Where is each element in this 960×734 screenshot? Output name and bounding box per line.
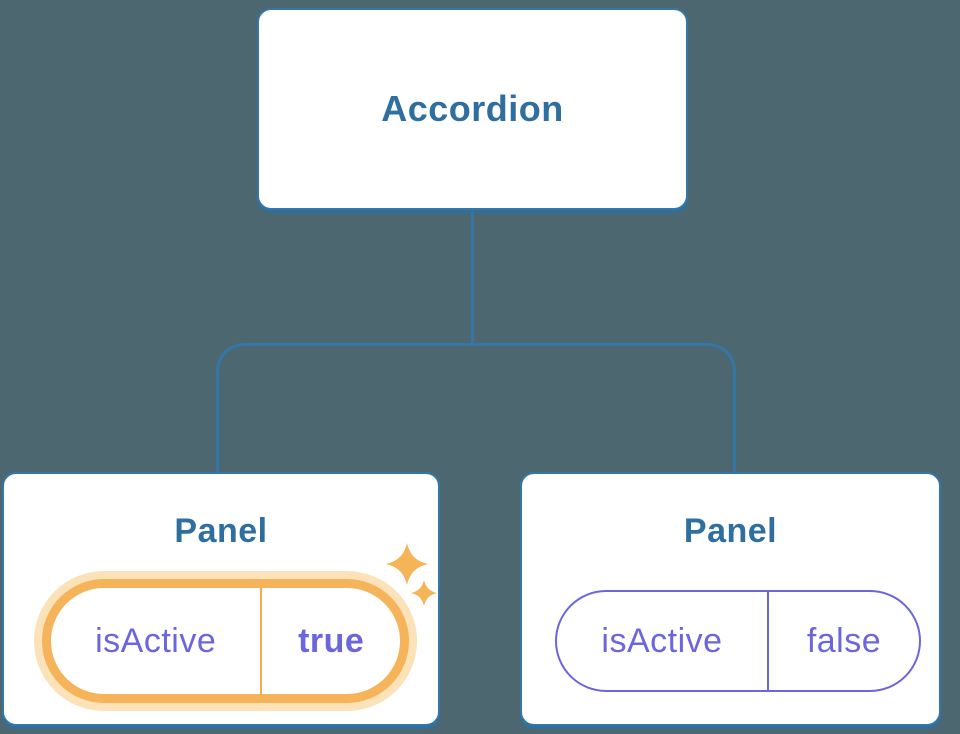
state-key: isActive bbox=[601, 621, 723, 660]
connector-bracket bbox=[216, 343, 736, 472]
panel-node-inactive: Panel isActive false bbox=[520, 472, 941, 726]
sparkle-icon bbox=[411, 580, 437, 606]
accordion-label: Accordion bbox=[381, 88, 564, 129]
state-pill-active: isActive true bbox=[42, 579, 409, 703]
state-pill-inactive: isActive false bbox=[555, 590, 921, 692]
panel-title: Panel bbox=[174, 512, 268, 550]
state-value: true bbox=[260, 588, 400, 694]
state-key: isActive bbox=[95, 621, 217, 660]
connector-stem bbox=[471, 212, 474, 345]
panel-title: Panel bbox=[683, 512, 778, 550]
sparkle-icon bbox=[386, 543, 428, 585]
accordion-node: Accordion bbox=[257, 8, 688, 210]
panel-node-active: Panel isActive true bbox=[2, 472, 440, 726]
state-value: false bbox=[766, 592, 919, 690]
